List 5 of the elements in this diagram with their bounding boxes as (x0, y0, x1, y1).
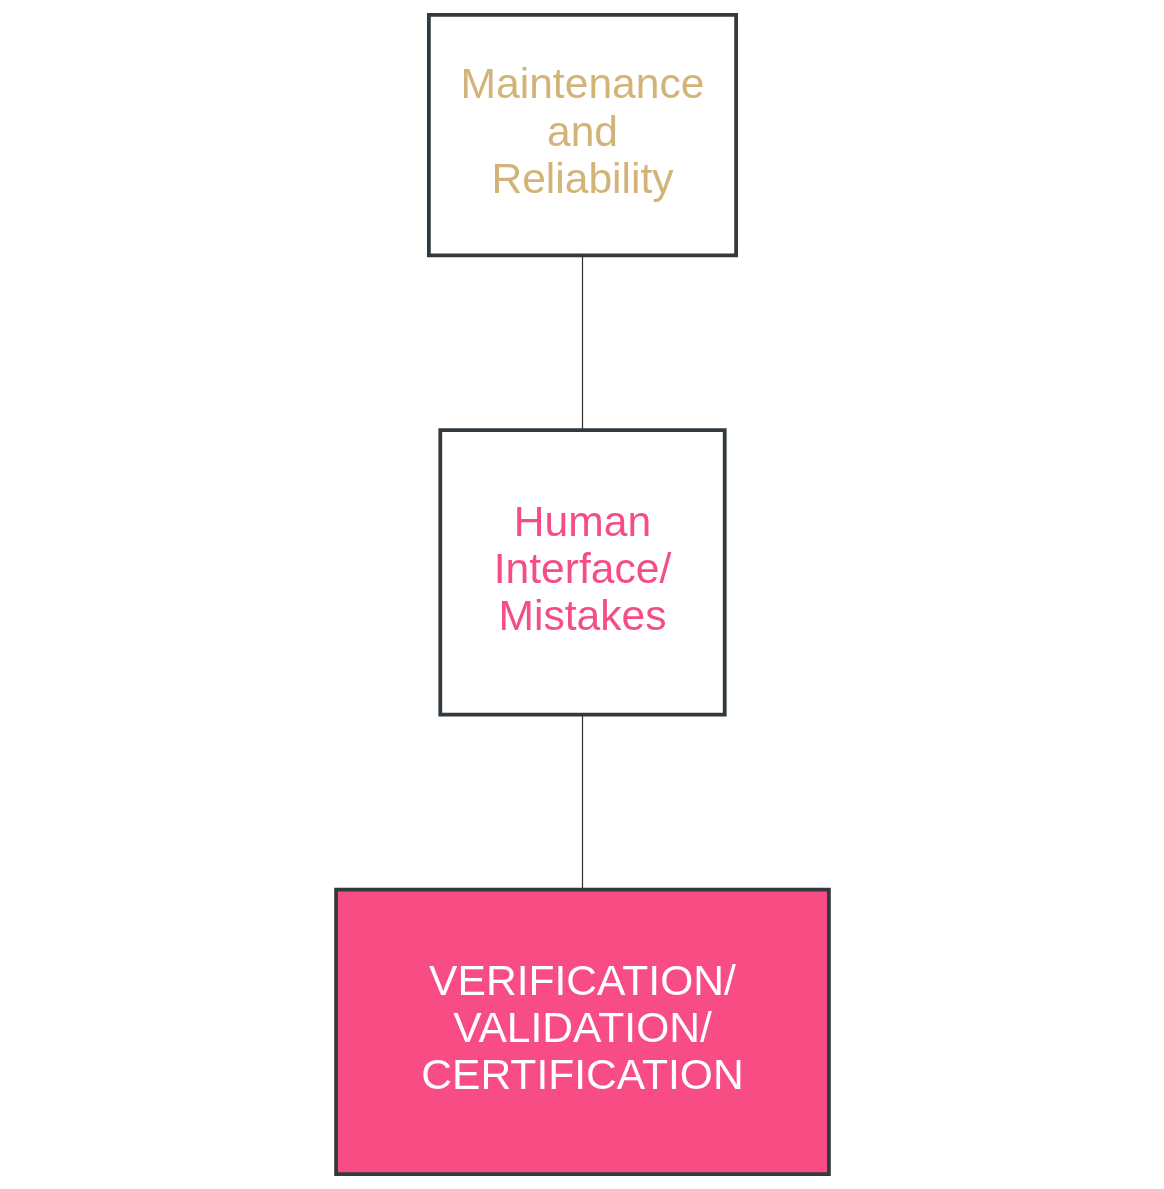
connector (581, 254, 583, 431)
node-box: Maintenance and Reliability (426, 13, 738, 258)
node-box: Human Interface/ Mistakes (437, 428, 727, 717)
node-box: VERIFICATION/ VALIDATION/ CERTIFICATION (333, 887, 831, 1176)
connector (581, 714, 583, 890)
